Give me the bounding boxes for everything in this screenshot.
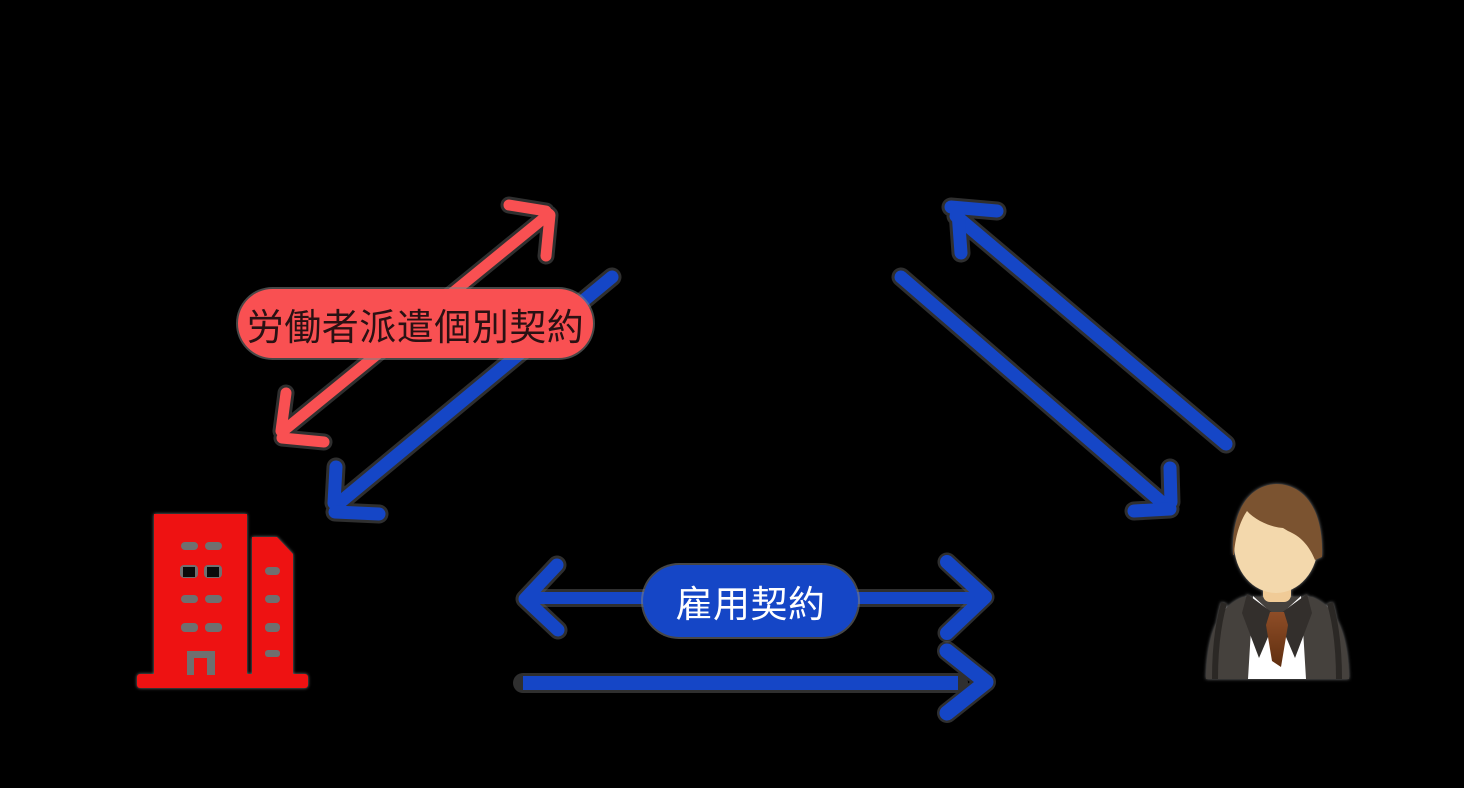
blue-single-right-arrow [523,643,994,721]
employment-contract-label: 雇用契約 [643,565,858,637]
chevron-right-icon [940,555,992,640]
blue-arrowhead-company [327,460,343,510]
blue-arrowhead-down [1163,461,1178,509]
business-person-icon [1206,484,1349,680]
tie [1266,612,1288,667]
chevron-left-icon [518,558,565,637]
red-arrowhead-top [503,199,552,217]
chevron-right-icon [939,643,994,721]
dispatch-contract-label: 労働者派遣個別契約 [238,289,593,358]
red-arrowhead-bottom [275,387,292,437]
hair [1232,484,1323,560]
blue-arrow-worker-down [894,270,1178,518]
blue-arrow-worker-up [944,200,1233,451]
building-icon [137,514,308,688]
